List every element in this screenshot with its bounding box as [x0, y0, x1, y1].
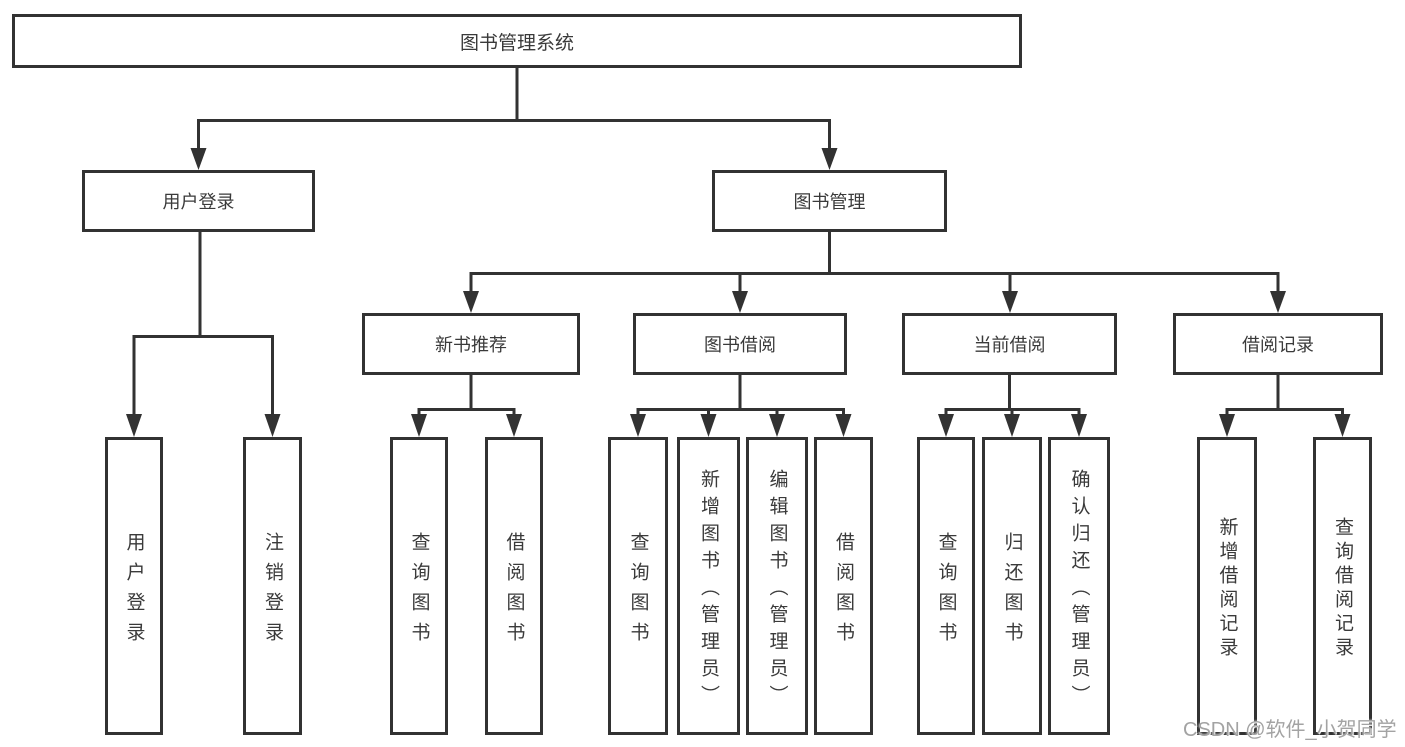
node-book-management-label: 图书管理 — [793, 192, 866, 212]
leaf-logout: 注销登录 — [243, 437, 302, 735]
leaf-return-book-label: 归还图书 — [1001, 531, 1023, 652]
leaf-borrow-borrow-book: 借阅图书 — [814, 437, 873, 735]
leaf-borrow-query-book-label: 查询图书 — [627, 531, 649, 652]
arrowheads — [126, 148, 1351, 437]
leaf-user-login: 用户登录 — [105, 437, 163, 735]
leaf-borrow-borrow-book-label: 借阅图书 — [833, 531, 854, 652]
csdn-watermark: CSDN @软件_小贺同学 — [1183, 719, 1397, 741]
node-new-book-recommend-label: 新书推荐 — [435, 335, 507, 355]
node-root: 图书管理系统 — [12, 14, 1022, 68]
leaf-add-borrow-record: 新增借阅记录 — [1197, 437, 1257, 735]
leaf-cur-query-book: 查询图书 — [917, 437, 975, 735]
node-book-borrow-label: 图书借阅 — [704, 335, 776, 355]
node-borrow-records: 借阅记录 — [1173, 313, 1383, 375]
leaf-confirm-return-admin: 确认归还（管理员） — [1048, 437, 1110, 735]
leaf-borrow-query-book: 查询图书 — [608, 437, 668, 735]
node-user-login: 用户登录 — [82, 170, 315, 232]
leaf-cur-query-book-label: 查询图书 — [935, 531, 957, 652]
node-root-label: 图书管理系统 — [459, 32, 574, 54]
leaf-add-book-admin: 新增图书（管理员） — [677, 437, 740, 735]
node-current-borrow: 当前借阅 — [902, 313, 1117, 375]
leaf-edit-book-admin: 编辑图书（管理员） — [746, 437, 808, 735]
leaf-return-book: 归还图书 — [982, 437, 1042, 735]
connector-paths — [132, 68, 1344, 418]
leaf-add-borrow-record-label: 新增借阅记录 — [1216, 516, 1238, 661]
node-book-management: 图书管理 — [712, 170, 947, 232]
leaf-rec-borrow-book: 借阅图书 — [485, 437, 543, 735]
node-book-borrow: 图书借阅 — [633, 313, 847, 375]
leaf-confirm-return-admin-label: 确认归还（管理员） — [1068, 468, 1090, 712]
leaf-user-login-label: 用户登录 — [123, 531, 145, 652]
leaf-query-borrow-record: 查询借阅记录 — [1313, 437, 1372, 735]
leaf-add-book-admin-label: 新增图书（管理员） — [698, 468, 719, 712]
leaf-rec-borrow-book-label: 借阅图书 — [503, 531, 525, 652]
leaf-query-borrow-record-label: 查询借阅记录 — [1332, 516, 1353, 661]
leaf-rec-query-book: 查询图书 — [390, 437, 448, 735]
leaf-logout-label: 注销登录 — [262, 531, 283, 652]
node-current-borrow-label: 当前借阅 — [973, 335, 1046, 355]
node-borrow-records-label: 借阅记录 — [1242, 335, 1314, 355]
leaf-rec-query-book-label: 查询图书 — [408, 531, 430, 652]
node-user-login-label: 用户登录 — [162, 192, 235, 212]
leaf-edit-book-admin-label: 编辑图书（管理员） — [766, 468, 788, 712]
node-new-book-recommend: 新书推荐 — [362, 313, 580, 375]
